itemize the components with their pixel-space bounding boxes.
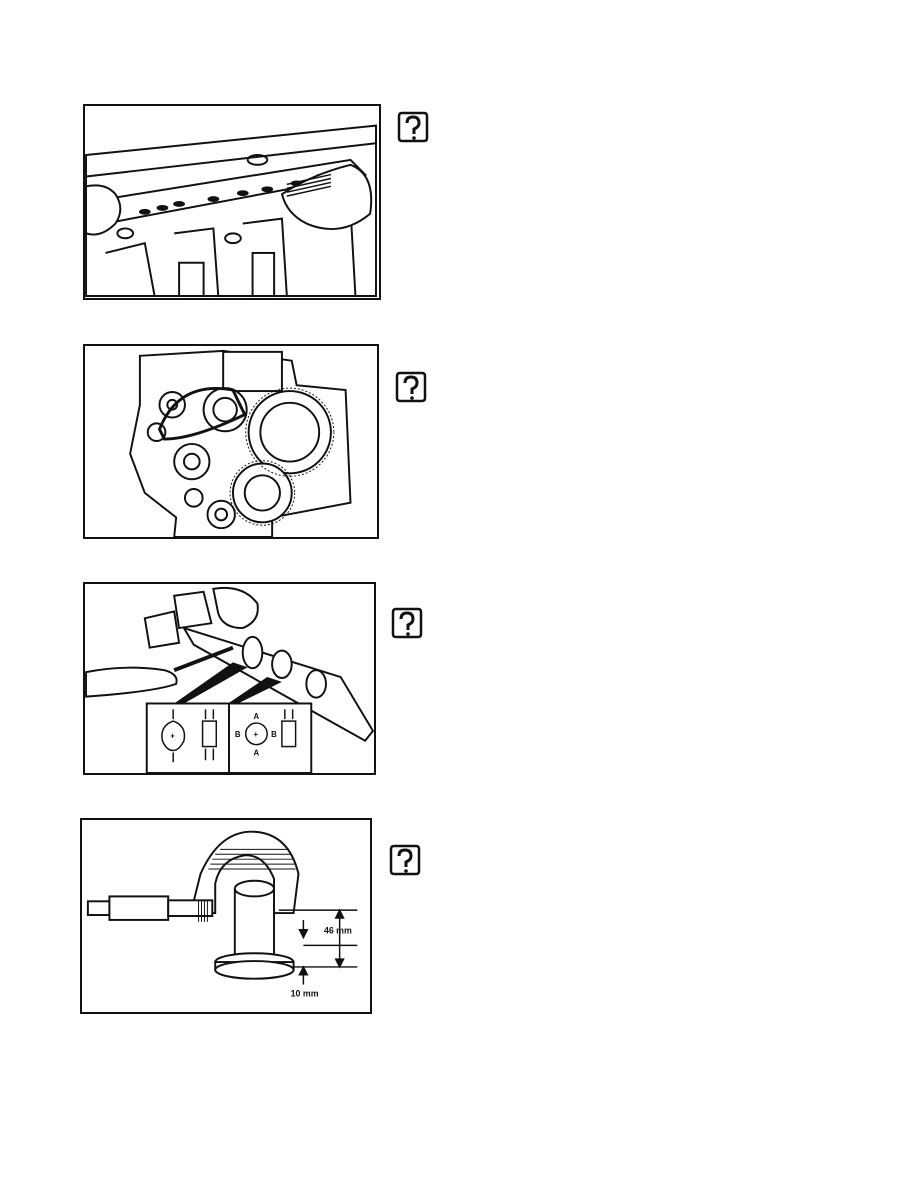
camshaft-illustration: + + A A B B: [85, 586, 374, 773]
lobe-diagram-left: [161, 709, 218, 763]
journal-center-plus: +: [253, 730, 258, 739]
gear-train-illustration: [129, 349, 352, 537]
dimension-10mm: 10 mm: [291, 988, 319, 998]
figure-4-tappet-measurement: 46 mm 10 mm: [80, 818, 372, 1014]
question-inspect-icon: [388, 843, 422, 877]
figure-2-gear-train: [83, 344, 379, 539]
question-inspect-icon: [394, 370, 428, 404]
question-inspect-icon: [390, 606, 424, 640]
micrometer-illustration: 46 mm 10 mm: [86, 830, 358, 998]
label-b-left: B: [235, 730, 241, 739]
center-plus-label: +: [170, 732, 175, 741]
figure-3-camshaft-measurement: + + A A B B: [83, 582, 376, 775]
figure-1-straightedge-check: [83, 104, 381, 300]
dimension-46mm: 46 mm: [324, 926, 352, 936]
label-b-right: B: [271, 730, 277, 739]
label-a-bottom: A: [253, 748, 259, 757]
straightedge-illustration: [85, 124, 377, 298]
journal-diagram-right: [244, 709, 297, 748]
question-inspect-icon: [396, 110, 430, 144]
label-a-top: A: [253, 712, 259, 721]
